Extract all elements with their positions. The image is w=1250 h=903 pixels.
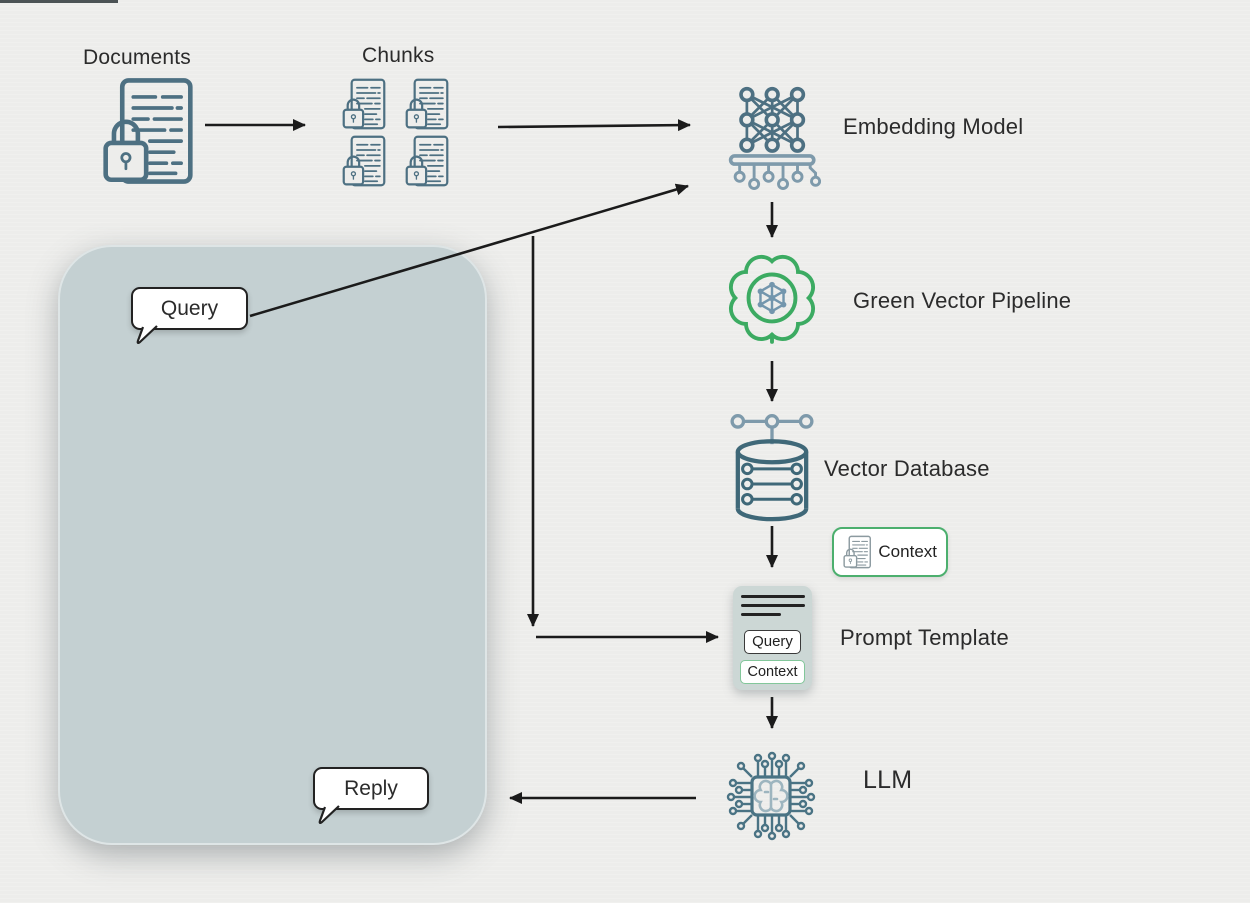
prompt-template-label: Prompt Template [840, 625, 1009, 650]
reply-bubble-tail [318, 805, 340, 824]
green-vector-pipeline-label: Green Vector Pipeline [853, 288, 1072, 313]
documents-icon [102, 74, 194, 188]
reply-bubble-label: Reply [344, 776, 398, 800]
llm-chip-icon [721, 744, 821, 848]
chunk-icon [341, 135, 387, 187]
arrow-chunks-to-embedding [497, 119, 691, 132]
prompt-text-line [741, 613, 781, 616]
context-badge: Context [832, 527, 948, 577]
context-document-icon [843, 532, 871, 572]
chunk-icon [404, 135, 450, 187]
chunks-label: Chunks [362, 44, 435, 67]
arrow-query-to-embedding [249, 183, 689, 318]
query-bubble-label: Query [160, 296, 219, 320]
query-bubble-tail [136, 325, 158, 344]
top-edge-artifact [0, 0, 118, 3]
documents-label: Documents [83, 46, 192, 69]
prompt-query-chip: Query [744, 629, 801, 654]
prompt-template-card: Query Context [733, 586, 812, 690]
query-bubble: Query [131, 287, 248, 344]
green-vector-pipeline-brain-icon [720, 249, 824, 351]
prompt-text-line [740, 604, 805, 607]
prompt-context-chip: Context [739, 659, 806, 684]
reply-bubble: Reply [313, 767, 429, 824]
chunks-group [341, 78, 451, 187]
vector-database-label: Vector Database [824, 456, 990, 481]
conversation-panel [58, 245, 487, 845]
vector-database-icon [722, 410, 822, 522]
chunk-icon [341, 78, 387, 130]
embedding-model-icon [727, 83, 821, 191]
embedding-model-label: Embedding Model [843, 114, 1024, 139]
prompt-text-line [740, 595, 805, 598]
llm-label: LLM [863, 766, 913, 794]
chunk-icon [404, 78, 450, 130]
context-badge-label: Context [878, 542, 937, 561]
